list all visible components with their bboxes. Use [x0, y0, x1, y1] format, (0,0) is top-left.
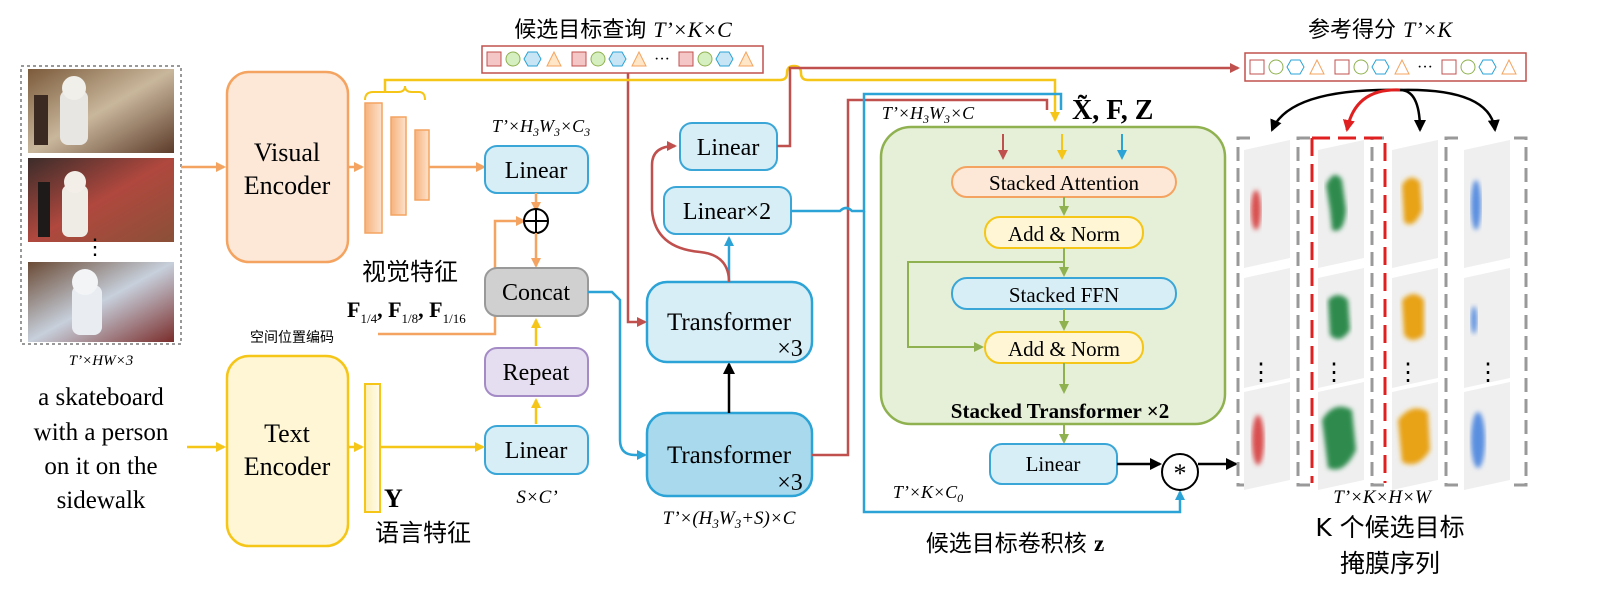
linear-top-label: Linear — [697, 135, 760, 161]
score-select-arrow-4 — [1399, 88, 1500, 132]
transformer-top-times: ×3 — [777, 336, 803, 362]
reference-score-label: 参考得分 T’×K — [1308, 17, 1453, 43]
linearx2-to-stacked-arrow — [791, 92, 1063, 213]
linearx2-to-conv-arrow — [862, 211, 1185, 514]
text-query-line-2: with a person — [34, 419, 169, 446]
mask-column-2: ⋮ — [1318, 140, 1364, 490]
dynamic-conv-op — [1161, 453, 1199, 491]
transformer-bottom-times: ×3 — [777, 470, 803, 496]
visual-encoder-label-1: Visual — [254, 138, 320, 167]
kernel-label: 候选目标卷积核 z — [926, 531, 1105, 557]
mask-sequences: ⋮ ⋮ ⋮ ⋮ — [1236, 136, 1528, 490]
stacked-inputs-label: X̃, F, Z — [1072, 95, 1153, 126]
candidate-query-ellipsis: ··· — [654, 51, 670, 68]
candidate-query-label: 候选目标查询 T’×K×C — [514, 17, 732, 43]
visual-features-to-stacked-arrow — [383, 64, 1060, 122]
stacked-transformer-title: Stacked Transformer ×2 — [951, 399, 1169, 423]
linear-visual-label: Linear — [505, 158, 568, 184]
frames-ellipsis: ⋮ — [84, 234, 106, 259]
kernel-dim-label: T’×K×C0 — [893, 482, 963, 505]
text-query-line-1: a skateboard — [38, 384, 164, 411]
mask-col-2-dots: ⋮ — [1322, 360, 1346, 386]
spatial-position-encoding-label: 空间位置编码 — [250, 330, 334, 346]
score-select-arrow-best — [1342, 88, 1401, 132]
video-frame-3 — [28, 262, 174, 342]
text-query-line-3: on it on the — [44, 453, 157, 480]
language-feature-symbol: Y — [384, 484, 403, 513]
output-linear-label: Linear — [1026, 452, 1081, 476]
linear-text-box — [484, 425, 589, 475]
mask-col-3-dots: ⋮ — [1396, 360, 1420, 386]
language-feature-label: 语言特征 — [375, 519, 471, 547]
video-frames-border — [20, 65, 182, 345]
transformer-top-label: Transformer — [667, 309, 792, 336]
residual-connection — [907, 261, 1064, 352]
transformer-to-stacked-arrow — [812, 98, 1049, 457]
selected-mask-highlight — [1310, 136, 1387, 483]
text-encoder-label-1: Text — [264, 419, 311, 448]
mask-column-1: ⋮ — [1244, 140, 1290, 490]
add-norm-2-label: Add & Norm — [1008, 337, 1120, 361]
video-frame-1 — [28, 69, 174, 153]
feature-map-1-4 — [364, 102, 383, 234]
reference-score-ellipsis: ··· — [1417, 59, 1433, 76]
feature-map-1-16 — [414, 129, 430, 201]
stacked-attention-label: Stacked Attention — [989, 171, 1139, 195]
transformer-to-linear-arrow — [650, 141, 731, 283]
visual-feature-label: 视觉特征 — [362, 258, 458, 286]
language-feature-bar — [364, 383, 381, 513]
mask-label-1: K 个候选目标 — [1315, 513, 1464, 542]
mask-dim-label: T’×K×H×W — [1333, 487, 1433, 508]
linear-text-label: Linear — [505, 438, 568, 464]
stacked-dim-label: T’×H3W3×C — [882, 103, 975, 126]
text-encoder-box — [225, 354, 350, 548]
visual-dim-label: T’×H3W3×C3 — [492, 116, 590, 139]
mask-column-3: ⋮ — [1392, 140, 1438, 490]
text-query: a skateboard with a person on it on the … — [34, 384, 169, 514]
visual-encoder-box — [225, 70, 350, 264]
dynamic-conv-symbol: * — [1174, 459, 1187, 488]
transformer-dim-label: T’×(H3W3+S)×C — [663, 508, 796, 531]
concat-to-transformer-arrow — [588, 290, 647, 460]
mask-label-2: 掩膜序列 — [1340, 549, 1440, 578]
visual-encoder-label-2: Encoder — [244, 171, 331, 200]
candidate-query-tokens: ··· — [486, 50, 754, 68]
repeat-label: Repeat — [503, 360, 570, 386]
text-query-line-4: sidewalk — [57, 487, 146, 514]
mask-column-4: ⋮ — [1464, 140, 1510, 490]
transformer-bottom-label: Transformer — [667, 442, 792, 469]
stacked-ffn-label: Stacked FFN — [1009, 283, 1119, 307]
add-norm-1-label: Add & Norm — [1008, 222, 1120, 246]
reference-score-tokens: ··· — [1249, 58, 1517, 76]
linear-to-reference-arrow — [777, 63, 1240, 148]
feature-brace — [364, 85, 426, 101]
video-frame-2 — [28, 158, 174, 242]
text-encoder-label-2: Encoder — [244, 452, 331, 481]
feature-map-1-8 — [390, 116, 407, 216]
repeat-box — [484, 347, 589, 397]
mask-col-1-dots: ⋮ — [1249, 360, 1273, 386]
mask-col-4-dots: ⋮ — [1476, 360, 1500, 386]
concat-label: Concat — [502, 280, 570, 306]
queries-to-transformer-arrow — [626, 73, 647, 327]
linear-x2-label: Linear×2 — [683, 199, 771, 225]
pyramid-feature-label: F1/4, F1/8, F1/16 — [347, 297, 466, 326]
video-dim-label: T’×HW×3 — [69, 353, 133, 369]
score-select-arrow-1 — [1270, 88, 1401, 132]
language-dim-label: S×C’ — [516, 487, 557, 508]
score-select-arrow-3 — [1399, 88, 1426, 132]
